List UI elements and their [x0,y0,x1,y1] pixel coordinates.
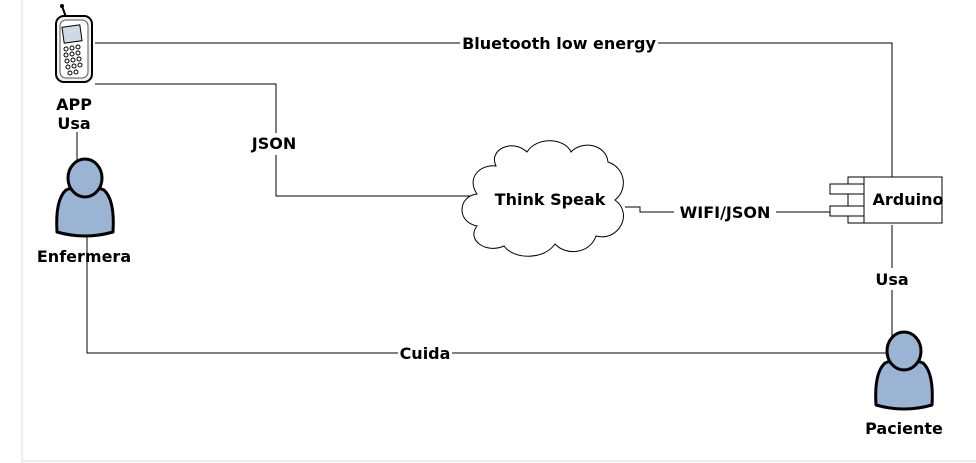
node-label-patient: Paciente [865,419,943,438]
label-bg-wifi [674,202,776,222]
edge-label-usa-app: Usa [57,114,90,133]
edge-label-usa-arduino: Usa [875,270,908,289]
mobile-phone-icon [55,4,93,83]
edge-label-cuida: Cuida [400,344,451,363]
person-icon-patient [874,330,934,411]
edge-bluetooth [95,42,893,183]
edge-label-bluetooth: Bluetooth low energy [462,34,656,53]
edge-care [86,236,890,354]
cloud-icon [461,140,624,257]
node-label-app: APP [56,95,92,114]
label-bg-cuida [398,343,452,363]
node-label-arduino: Arduino [873,190,944,209]
label-bg-usa-right [872,268,912,290]
edge-label-json: JSON [251,134,296,153]
component-icon [829,176,943,224]
person-icon-nurse [55,157,115,238]
label-bg-bluetooth [460,33,658,53]
node-label-nurse: Enfermera [37,247,131,266]
label-bg-json [248,133,300,155]
node-label-cloud: Think Speak [495,190,606,209]
edge-label-wifi-json: WIFI/JSON [680,203,771,222]
